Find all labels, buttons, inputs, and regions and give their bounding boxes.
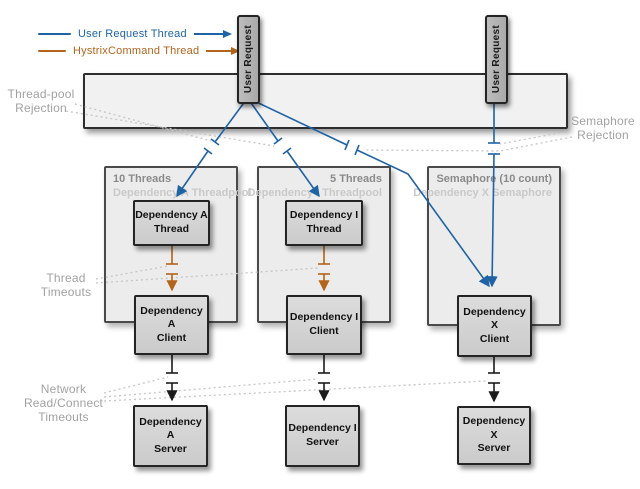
flow-into-client-x-diagonal xyxy=(356,149,490,288)
node-dependency-a-server: Dependency A Server xyxy=(133,405,208,467)
threadpool-i-title: 5 Threads xyxy=(330,173,382,185)
dotted-thread-timeout-i xyxy=(95,267,319,284)
dotted-threadpool-rejection-a xyxy=(74,103,212,142)
node-dependency-i-client: Dependency I Client xyxy=(286,295,362,355)
user-request-flow-lines xyxy=(176,98,500,288)
flow-ur1-to-thread-i xyxy=(248,99,279,142)
node-dependency-a-client: Dependency A Client xyxy=(134,295,209,355)
user-request-label: User Request xyxy=(243,25,254,94)
hystrix-command-flow-lines xyxy=(166,246,330,292)
flow-into-client-x-vertical xyxy=(486,153,498,288)
arrow-right-icon xyxy=(222,30,232,38)
user-request-label: User Request xyxy=(491,25,502,94)
dotted-semaphore-rejection-diagonal xyxy=(365,136,573,152)
node-dependency-a-thread: Dependency A Thread xyxy=(133,200,210,246)
legend-hystrixcommand-thread: HystrixCommand Thread xyxy=(38,45,241,57)
user-request-box-right: User Request xyxy=(485,15,508,104)
dotted-network-timeout-i xyxy=(103,378,319,398)
node-dependency-x-server: Dependency X Server xyxy=(457,406,531,465)
arrow-right-icon xyxy=(231,47,241,55)
rejection-tick xyxy=(210,138,220,146)
dotted-network-timeout-x xyxy=(103,380,487,402)
legend-arrowline-blue xyxy=(193,33,223,35)
legend-user-request-thread: User Request Thread xyxy=(38,28,232,40)
label-network-timeouts: Network Read/Connect Timeouts xyxy=(23,382,104,425)
semaphore-x-subtitle: Dependency X Semaphore xyxy=(413,186,552,199)
annotation-dotted-lines xyxy=(65,103,573,402)
flow-ur1-to-client-x xyxy=(249,98,348,146)
legend-label-hystrixcommand: HystrixCommand Thread xyxy=(73,45,200,57)
legend-line-blue xyxy=(38,33,71,35)
flow-ur1-to-thread-a xyxy=(214,99,247,143)
threadpool-a-title: 10 Threads xyxy=(113,173,172,185)
label-semaphore-rejection: Semaphore Rejection xyxy=(571,114,635,143)
flow-into-thread-a xyxy=(176,150,209,198)
label-thread-timeouts: Thread Timeouts xyxy=(40,271,92,300)
legend-arrowline-orange xyxy=(206,50,232,52)
network-flow-lines xyxy=(166,355,500,403)
rejection-tick xyxy=(273,137,283,145)
node-dependency-i-server: Dependency I Server xyxy=(285,405,360,467)
label-thread-pool-rejection: Thread-pool Rejection xyxy=(7,87,75,116)
rejection-tick xyxy=(344,139,350,151)
flow-into-thread-i xyxy=(286,150,320,198)
legend-line-orange xyxy=(38,50,66,52)
user-request-box-left: User Request xyxy=(237,15,260,104)
node-dependency-i-thread: Dependency I Thread xyxy=(285,200,363,246)
dotted-threadpool-rejection-i xyxy=(65,110,275,147)
node-dependency-x-client: Dependency X Client xyxy=(457,295,532,357)
legend-label-user-request: User Request Thread xyxy=(78,28,187,40)
dotted-network-timeout-a xyxy=(103,376,169,394)
dotted-semaphore-rejection-vertical xyxy=(499,130,571,145)
dotted-thread-timeout-a xyxy=(95,265,169,280)
